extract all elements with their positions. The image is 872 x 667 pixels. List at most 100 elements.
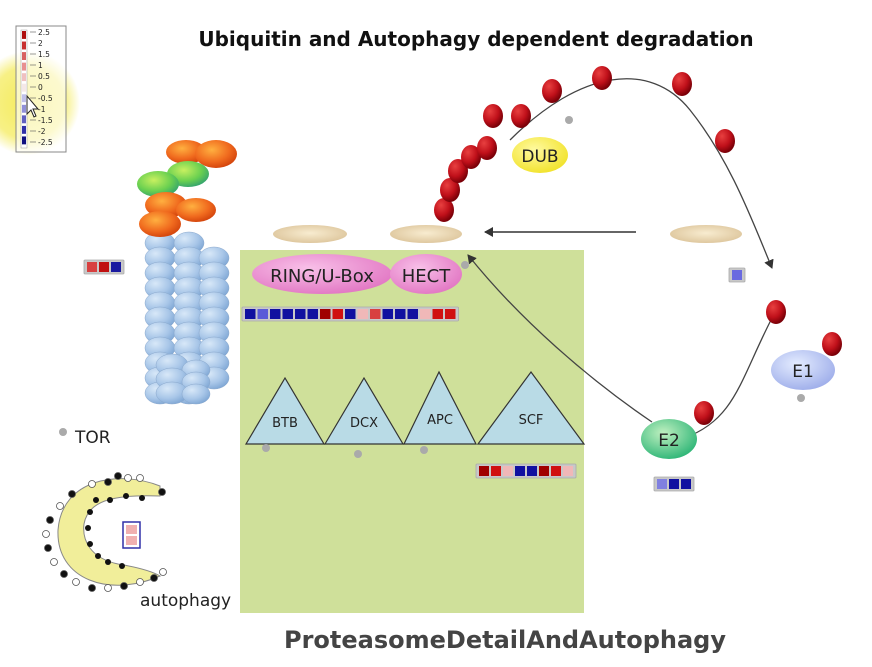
heatmap-cell xyxy=(657,479,667,489)
legend-tick-label: -0.5 xyxy=(38,94,53,103)
heatmap-cell xyxy=(357,309,368,319)
legend-tick-label: -1 xyxy=(38,105,46,114)
heatmap-cell xyxy=(395,309,406,319)
heatmap-e1-side xyxy=(728,267,746,283)
arrow-e1-to-e2 xyxy=(683,317,773,439)
heatmap-cell xyxy=(515,466,525,476)
dcx-node: DCX xyxy=(323,376,405,445)
heatmap-cell xyxy=(732,270,742,280)
heatmap-cell xyxy=(282,309,293,319)
dub-node: DUB xyxy=(512,116,573,173)
heatmap-cell xyxy=(527,466,537,476)
dcx-label: DCX xyxy=(350,416,378,431)
legend-swatch xyxy=(22,52,26,60)
heatmap-cell xyxy=(126,536,137,545)
arrow-e2-to-hect xyxy=(467,254,653,423)
heatmap-cell xyxy=(432,309,443,319)
hect-label: HECT xyxy=(402,266,451,287)
dcx-dot xyxy=(354,450,362,458)
legend-tick-label: 1 xyxy=(38,61,43,70)
heatmap-cell xyxy=(295,309,306,319)
legend-tick-label: -2 xyxy=(38,127,46,136)
heatmap-cell xyxy=(332,309,343,319)
scf-label: SCF xyxy=(519,413,544,428)
legend-tick-label: 2 xyxy=(38,39,43,48)
apc-dot xyxy=(420,446,428,454)
heatmap-cell xyxy=(245,309,256,319)
heatmap-cell xyxy=(345,309,356,319)
heatmap-cell xyxy=(420,309,431,319)
legend-swatch xyxy=(22,104,26,113)
apc-node: APC xyxy=(403,370,477,445)
proteasome xyxy=(144,231,230,405)
legend-tick-label: 0 xyxy=(38,83,43,92)
legend-tick-label: -2.5 xyxy=(38,138,53,147)
legend-swatch xyxy=(22,136,26,145)
ring-ubox-node: RING/U-Box xyxy=(252,254,392,294)
legend-swatch xyxy=(22,31,26,39)
heatmap-cell xyxy=(270,309,281,319)
e1-node: E1 xyxy=(771,350,835,402)
ubiquitin-chain xyxy=(434,66,842,425)
heatmap-cell xyxy=(445,309,456,319)
legend-swatch xyxy=(22,94,26,103)
legend-swatch xyxy=(22,41,26,50)
heatmap-cell xyxy=(126,525,137,534)
heatmap-cell xyxy=(320,309,331,319)
legend-tick-label: 1.5 xyxy=(38,50,50,59)
heatmap-cell xyxy=(669,479,679,489)
autophagosome xyxy=(42,472,167,592)
heatmap-cell xyxy=(87,262,97,272)
heatmap-cell xyxy=(111,262,121,272)
substrate-2 xyxy=(390,225,462,243)
hect-dot xyxy=(461,261,469,269)
heatmap-cell xyxy=(681,479,691,489)
btb-dot xyxy=(262,444,270,452)
heatmap-ring-hect xyxy=(241,306,459,322)
heatmap-cell xyxy=(503,466,513,476)
heatmap-cell xyxy=(563,466,573,476)
heatmap-e2 xyxy=(653,476,695,492)
substrate-1 xyxy=(273,225,347,243)
e1-label: E1 xyxy=(792,362,814,382)
legend-tick-label: 0.5 xyxy=(38,72,50,81)
ring-label: RING/U-Box xyxy=(270,266,374,287)
heatmap-proteasome xyxy=(83,259,125,275)
dub-label: DUB xyxy=(521,147,558,167)
legend-swatch xyxy=(22,73,26,82)
legend-swatch xyxy=(22,115,26,124)
autophagy-label: autophagy xyxy=(140,591,231,611)
legend-swatch xyxy=(22,62,26,71)
heatmap-cell xyxy=(539,466,549,476)
scf-node: SCF xyxy=(476,370,586,445)
heatmap-cell xyxy=(407,309,418,319)
e2-node: E2 xyxy=(641,419,697,459)
heatmap-cell xyxy=(382,309,393,319)
heatmap-cell xyxy=(479,466,489,476)
legend-tick-label: 2.5 xyxy=(38,28,50,37)
color-legend: 2.5 2 1.5 1 0.5 0 -0.5 -1 -1.5 -2 -2.5 xyxy=(15,25,67,153)
diagram-title: Ubiquitin and Autophagy dependent degrad… xyxy=(198,27,753,51)
heatmap-scf xyxy=(475,463,577,479)
apc-label: APC xyxy=(427,413,453,428)
heatmap-cell xyxy=(99,262,109,272)
legend-tick-label: -1.5 xyxy=(38,116,53,125)
e2-label: E2 xyxy=(658,431,680,451)
hect-node: HECT xyxy=(390,254,462,294)
tor-dot xyxy=(59,428,67,436)
heatmap-cell xyxy=(307,309,318,319)
substrate-3 xyxy=(670,225,742,243)
tor-label: TOR xyxy=(74,428,111,448)
legend-swatch xyxy=(22,125,26,134)
legend-swatch xyxy=(22,83,26,92)
heatmap-cell xyxy=(491,466,501,476)
heatmap-cell xyxy=(257,309,268,319)
heatmap-cell xyxy=(370,309,381,319)
arrow-dub-to-e1 xyxy=(509,78,774,269)
btb-label: BTB xyxy=(272,416,298,431)
proteasome-regulatory-cap xyxy=(137,140,237,237)
heatmap-cell xyxy=(551,466,561,476)
cursor-arrow-icon xyxy=(26,94,40,118)
btb-node: BTB xyxy=(244,376,326,445)
